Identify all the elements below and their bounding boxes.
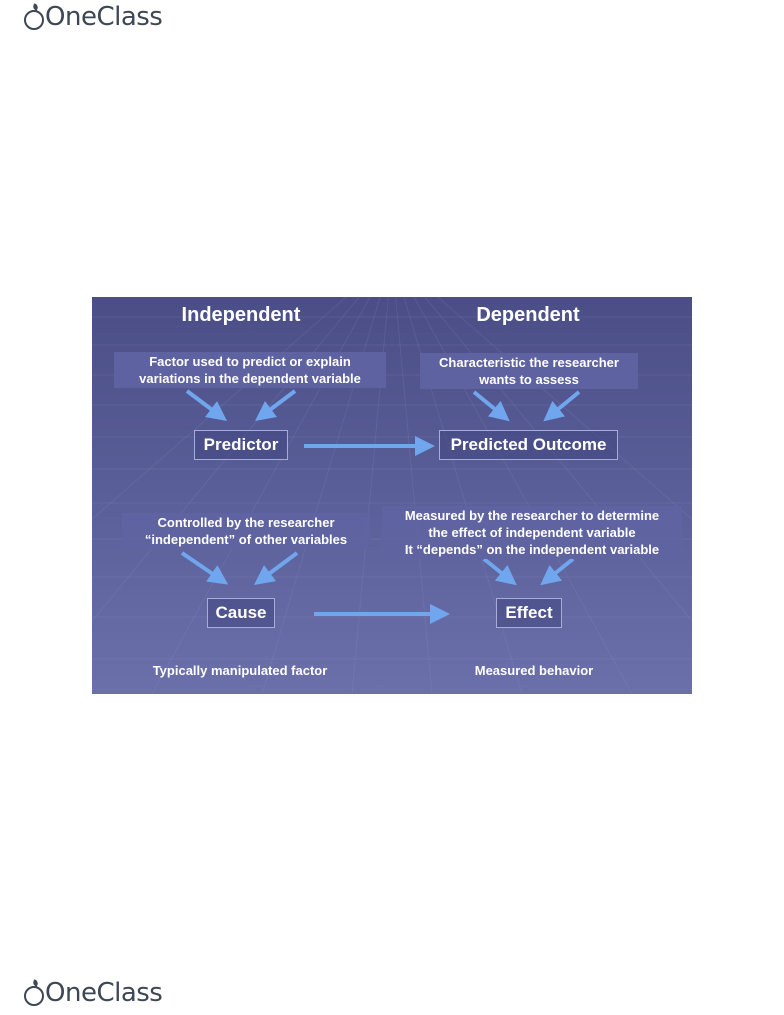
arrow-measure-to-effect-right [540, 557, 575, 586]
arrow-control-to-cause-left [180, 551, 229, 585]
dependent-description-line-1: Characteristic the researcher [439, 355, 619, 370]
dependent-measure-line-1: Measured by the researcher to determine [404, 508, 660, 523]
perspective-grid-background [92, 297, 692, 694]
arrow-measure-to-effect-left [482, 557, 517, 586]
diagram-slide: Independent Dependent Factor used to pre… [92, 297, 692, 694]
dependent-description-line-2: wants to assess [479, 372, 579, 387]
dependent-measure-line-2: the effect of independent variable [428, 525, 636, 540]
independent-description-line-2: variations in the dependent variable [139, 371, 361, 386]
arrow-desc-to-outcome-right [543, 390, 581, 422]
independent-heading: Independent [181, 304, 301, 326]
arrow-desc-to-outcome-left [472, 390, 510, 422]
arrow-desc-to-predictor-right [255, 389, 297, 421]
dependent-measure-line-3: It “depends” on the independent variable [404, 542, 660, 557]
independent-control-note: Controlled by the researcher “independen… [122, 513, 370, 549]
independent-control-line-2: “independent” of other variables [144, 532, 348, 547]
dependent-heading: Dependent [476, 304, 580, 326]
logo-text: OneClass [45, 2, 163, 32]
oneclass-logo-top: OneClass [24, 2, 163, 32]
effect-box: Effect [496, 598, 562, 628]
dependent-description: Characteristic the researcher wants to a… [420, 353, 638, 389]
oneclass-logo-bottom: OneClass [24, 978, 163, 1008]
predicted-outcome-box: Predicted Outcome [439, 430, 618, 460]
independent-description: Factor used to predict or explain variat… [114, 352, 386, 388]
independent-description-line-1: Factor used to predict or explain [149, 354, 351, 369]
arrows-layer [180, 389, 581, 624]
apple-o-icon [24, 978, 44, 1008]
dependent-caption: Measured behavior [474, 663, 594, 678]
arrow-control-to-cause-right [253, 551, 299, 585]
apple-o-icon [24, 2, 44, 32]
cause-box: Cause [207, 598, 275, 628]
independent-control-line-1: Controlled by the researcher [157, 515, 335, 530]
predictor-box: Predictor [194, 430, 288, 460]
dependent-measure-note: Measured by the researcher to determine … [382, 506, 682, 559]
arrow-desc-to-predictor-left [185, 389, 227, 421]
logo-text: OneClass [45, 978, 163, 1008]
independent-caption: Typically manipulated factor [152, 663, 328, 678]
